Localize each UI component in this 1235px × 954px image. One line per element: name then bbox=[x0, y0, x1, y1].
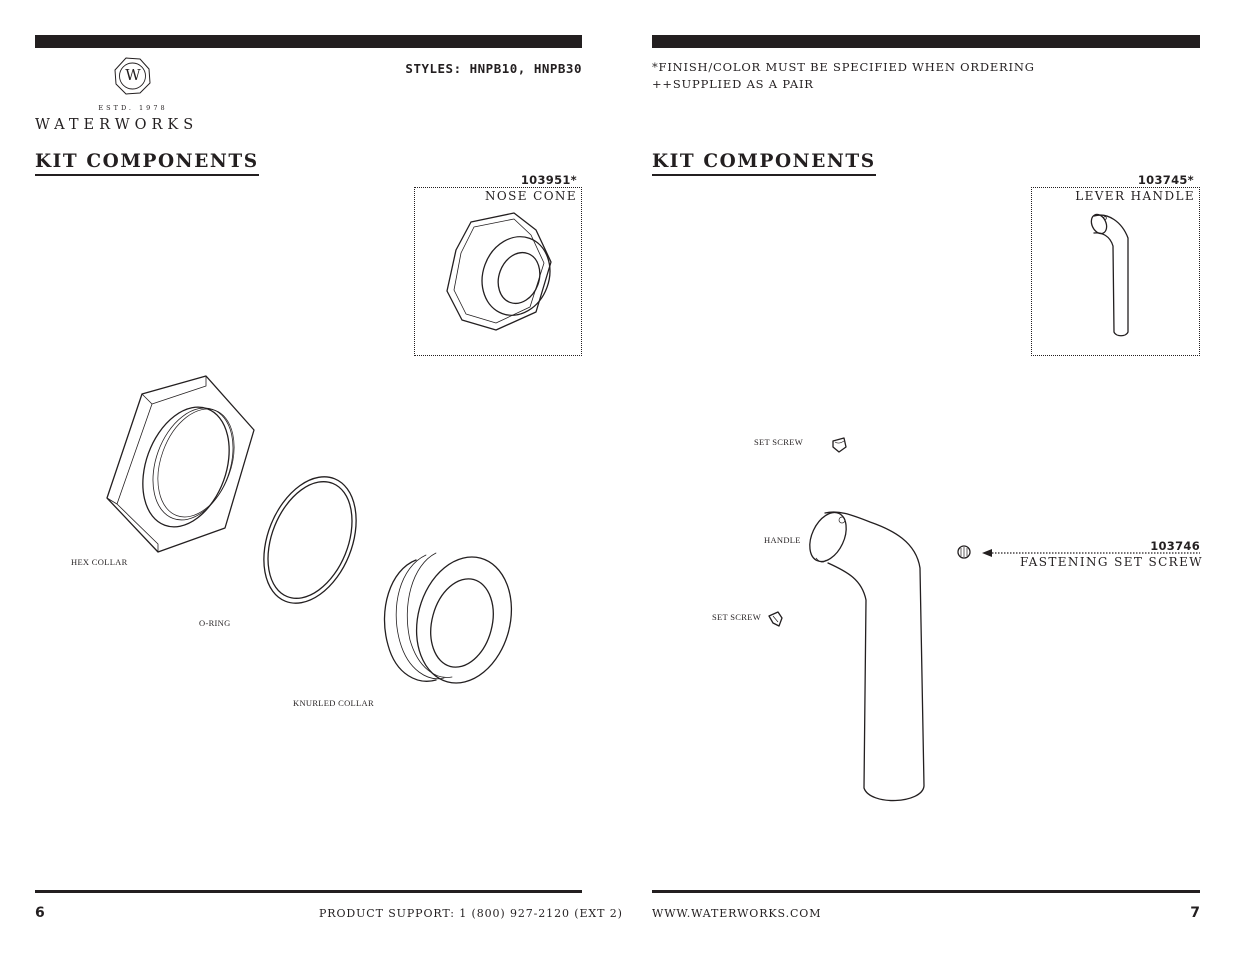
top-bar-left bbox=[35, 35, 582, 48]
part-name-nose-cone: NOSE CONE bbox=[484, 189, 577, 203]
label-set-screw-side: SET SCREW bbox=[712, 612, 762, 622]
waterworks-logo: W ESTD. 1978 WATERWORKS bbox=[30, 52, 230, 138]
lever-handle-inset-drawing bbox=[1090, 213, 1129, 337]
nose-cone-inset-box bbox=[414, 187, 582, 356]
note-pair: ++SUPPLIED AS A PAIR bbox=[652, 77, 814, 91]
logo-monogram: W bbox=[125, 66, 141, 84]
logo-emblem bbox=[114, 57, 151, 95]
website: WWW.WATERWORKS.COM bbox=[652, 907, 822, 920]
part-number-lever-handle: 103745* bbox=[1137, 173, 1194, 187]
page-heading-right: KIT COMPONENTS bbox=[652, 151, 876, 176]
handle-drawing bbox=[809, 511, 925, 802]
logo-established: ESTD. 1978 bbox=[98, 104, 168, 112]
part-number-set-screw: 103746 bbox=[1150, 539, 1200, 553]
note-finish: *FINISH/COLOR MUST BE SPECIFIED WHEN ORD… bbox=[652, 60, 1035, 74]
bottom-rule-right bbox=[652, 890, 1200, 893]
part-name-set-screw: FASTENING SET SCREW bbox=[1020, 555, 1204, 569]
label-o-ring: O-RING bbox=[199, 618, 231, 628]
set-screw-side-drawing bbox=[768, 611, 783, 627]
callout-arrow bbox=[982, 549, 1200, 557]
styles-line: STYLES: HNPB10, HNPB30 bbox=[405, 61, 582, 76]
nose-cone-drawing bbox=[446, 212, 552, 331]
label-hex-collar: HEX COLLAR bbox=[71, 557, 128, 567]
o-ring-drawing bbox=[263, 476, 357, 604]
page-number-right: 7 bbox=[1190, 905, 1200, 921]
product-support: PRODUCT SUPPORT: 1 (800) 927-2120 (EXT 2… bbox=[319, 907, 623, 920]
bottom-rule-left bbox=[35, 890, 582, 893]
knurled-collar-drawing bbox=[383, 552, 513, 684]
label-set-screw-top: SET SCREW bbox=[754, 437, 804, 447]
lever-handle-inset-box bbox=[1031, 187, 1200, 356]
fastening-set-screw-drawing bbox=[957, 545, 971, 559]
top-bar-right bbox=[652, 35, 1200, 48]
part-number-nose-cone: 103951* bbox=[520, 173, 577, 187]
label-knurled-collar: KNURLED COLLAR bbox=[293, 698, 374, 708]
page-number-left: 6 bbox=[35, 905, 45, 921]
part-name-lever-handle: LEVER HANDLE bbox=[1075, 189, 1195, 203]
label-handle: HANDLE bbox=[764, 535, 801, 545]
set-screw-top-drawing bbox=[832, 437, 847, 453]
hex-collar-drawing bbox=[106, 375, 255, 553]
logo-wordmark: WATERWORKS bbox=[35, 117, 199, 133]
page-heading-left: KIT COMPONENTS bbox=[35, 151, 259, 176]
